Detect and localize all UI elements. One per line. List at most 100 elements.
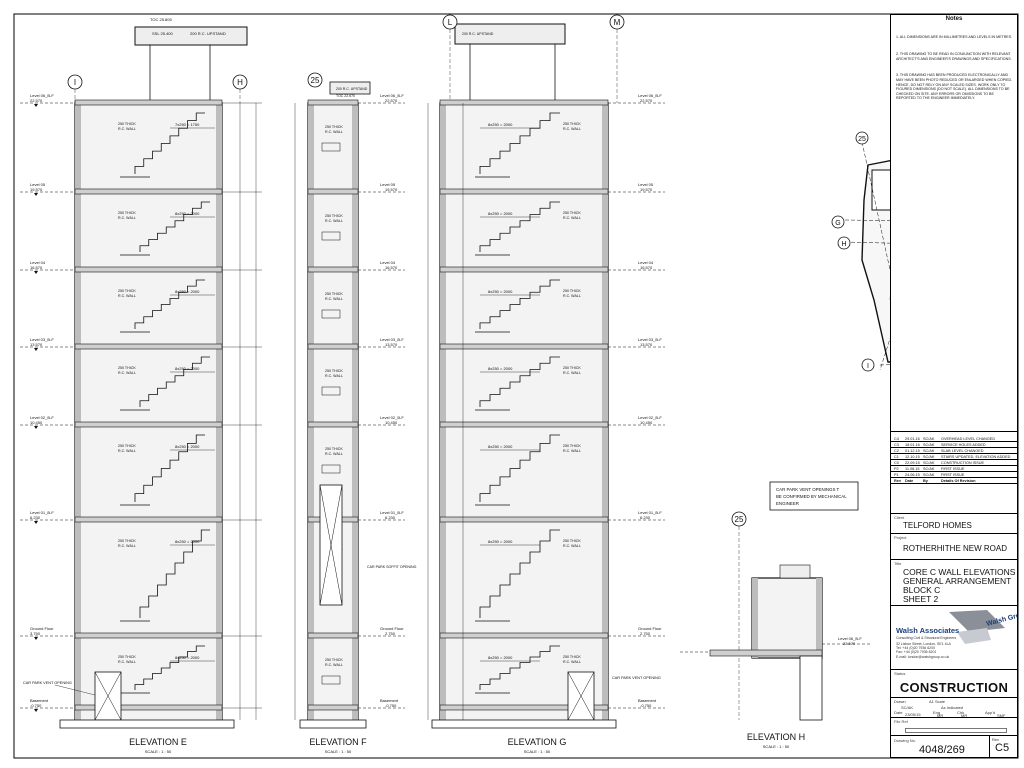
project-cell: Project ROTHERHITHE NEW ROAD xyxy=(891,533,1017,559)
key-plan-grid-bubble xyxy=(837,236,851,250)
wall-label: R.C. WALL xyxy=(563,294,581,298)
base-slab xyxy=(431,719,617,729)
status-cell: Status CONSTRUCTION xyxy=(891,669,1017,697)
revision-rev: P2 xyxy=(894,467,899,471)
stair-flight xyxy=(479,529,560,618)
wall-opening xyxy=(321,142,341,152)
revision-rev: C0 xyxy=(894,461,899,465)
level-name: Level 03_B-F xyxy=(30,337,54,342)
stair-flight xyxy=(139,529,210,618)
elevation-g-upstand xyxy=(454,23,566,45)
notes-list: 1. ALL DIMENSIONS ARE IN MILLIMETRES AND… xyxy=(896,26,1014,110)
stair-dimension: 8x250 = 2000 xyxy=(488,122,513,127)
level-value: 6.230 xyxy=(385,515,396,520)
stair-flight xyxy=(134,112,205,174)
stair-dimension: 8x250 = 2000 xyxy=(488,539,513,544)
wall-label: 250 THICK xyxy=(118,655,136,659)
revision-desc: FIRST ISSUE xyxy=(941,473,965,477)
chk-label: Chk xyxy=(957,710,965,715)
level-value: 22.570 xyxy=(385,98,398,103)
level-value: 10.450 xyxy=(640,420,653,425)
wall-label: R.C. WALL xyxy=(563,660,581,664)
top-level-label: SSL 25.400 xyxy=(152,31,174,36)
floor-slab xyxy=(307,99,359,106)
top-level-label: TOC 22.570 xyxy=(336,94,355,98)
level-value: 16.570 xyxy=(385,265,398,270)
wall-label: R.C. WALL xyxy=(563,371,581,375)
level-value: 10.450 xyxy=(30,420,43,425)
company-address: 32 Lisbon Street, London, SE1 4LA Tel: +… xyxy=(896,642,951,659)
elevation-f-upstand xyxy=(329,81,371,95)
client-name: TELFORD HOMES xyxy=(903,521,972,530)
level-name: Level 04 xyxy=(638,260,654,265)
level-name: Level 06_B-F xyxy=(30,93,54,98)
level-name: Level 06_B-F xyxy=(380,93,404,98)
stair-dimension: 8x250 = 2000 xyxy=(488,444,513,449)
wall-label: 250 THICK xyxy=(563,211,581,215)
level-name: Level 03_B-F xyxy=(638,337,662,342)
level-value: 6.230 xyxy=(640,515,651,520)
key-plan-grid-bubble xyxy=(861,358,875,372)
wall-opening xyxy=(321,464,341,474)
wall-label: 250 THICK xyxy=(563,444,581,448)
mech-note-text: CAR PARK VENT OPENINGS T xyxy=(776,487,840,492)
floor-slab xyxy=(74,188,223,195)
title-cell: Title CORE C WALL ELEVATIONS GENERAL ARR… xyxy=(891,559,1017,605)
wall-label: R.C. WALL xyxy=(563,127,581,131)
upstand-label: 200 R.C. UPSTAND xyxy=(190,31,226,36)
key-plan-grid-label: 25 xyxy=(858,136,866,143)
notes-heading: Notes xyxy=(945,16,963,22)
level-name: Level 06_B-F xyxy=(638,93,662,98)
floor-slab xyxy=(709,649,823,657)
revision-header-rev: Rev xyxy=(894,479,901,483)
level-name: Level 02_B-F xyxy=(30,415,54,420)
key-plan-grid-label: H xyxy=(841,241,846,248)
level-value: -0.750 xyxy=(30,703,42,708)
file-ref-label: File Ref xyxy=(894,719,908,724)
app-label: App'd xyxy=(985,710,996,715)
elevation-h-wall xyxy=(816,578,822,718)
revision-by: SC/AK xyxy=(923,461,935,465)
revision-rev: C2 xyxy=(894,449,899,453)
stair-dimension: 8x250 = 2000 xyxy=(175,444,200,449)
vent-cross xyxy=(94,671,122,721)
level-name: Level 05 xyxy=(30,182,46,187)
wall-label: R.C. WALL xyxy=(325,663,343,667)
revision-desc: SLAB LEVEL CHANGED xyxy=(941,449,984,453)
title-block: Notes 1. ALL DIMENSIONS ARE IN MILLIMETR… xyxy=(890,14,1018,758)
chk-value: MR xyxy=(961,713,968,718)
project-name: ROTHERHITHE NEW ROAD xyxy=(903,544,1007,553)
level-marker xyxy=(34,104,38,107)
wall-label: R.C. WALL xyxy=(325,219,343,223)
level-marker xyxy=(34,348,38,351)
stair-flight xyxy=(134,434,205,502)
stair-flight xyxy=(479,112,560,174)
level-value: 22.570 xyxy=(640,98,653,103)
elevation-f-wall-right xyxy=(352,103,358,723)
stair-dimension: 8x250 = 2000 xyxy=(175,539,200,544)
level-marker xyxy=(34,709,38,712)
revision-desc: OVERHEAD LEVEL CHANGED xyxy=(941,437,996,441)
elevation-f-outline xyxy=(307,102,359,724)
revision-rev: C3 xyxy=(894,443,899,447)
floor-slab xyxy=(74,343,223,350)
company-cell: Walsh Group Walsh Associates Consulting … xyxy=(891,605,1017,669)
floor-slab xyxy=(74,632,223,639)
stair-flight xyxy=(479,356,560,407)
company-tagline: Consulting Civil & Structural Engineers xyxy=(896,636,957,640)
stair-dimension: 8x250 = 2000 xyxy=(488,366,513,371)
wall-opening xyxy=(321,309,341,319)
stair-dimension: 8x250 = 2000 xyxy=(175,289,200,294)
vent-label: CAR PARK VENT OPENING xyxy=(23,681,72,685)
revision-date: 12.10.15 xyxy=(905,455,920,459)
level-value: 19.570 xyxy=(640,187,653,192)
level-marker xyxy=(34,426,38,429)
wall-label: 250 THICK xyxy=(325,447,343,451)
drawn-cell: Drawn SC/AK A1 Scale As Indicated Date 2… xyxy=(891,697,1017,718)
floor-slab xyxy=(439,421,609,428)
revision-desc: SERVICE HOLES ADDED xyxy=(941,443,986,447)
